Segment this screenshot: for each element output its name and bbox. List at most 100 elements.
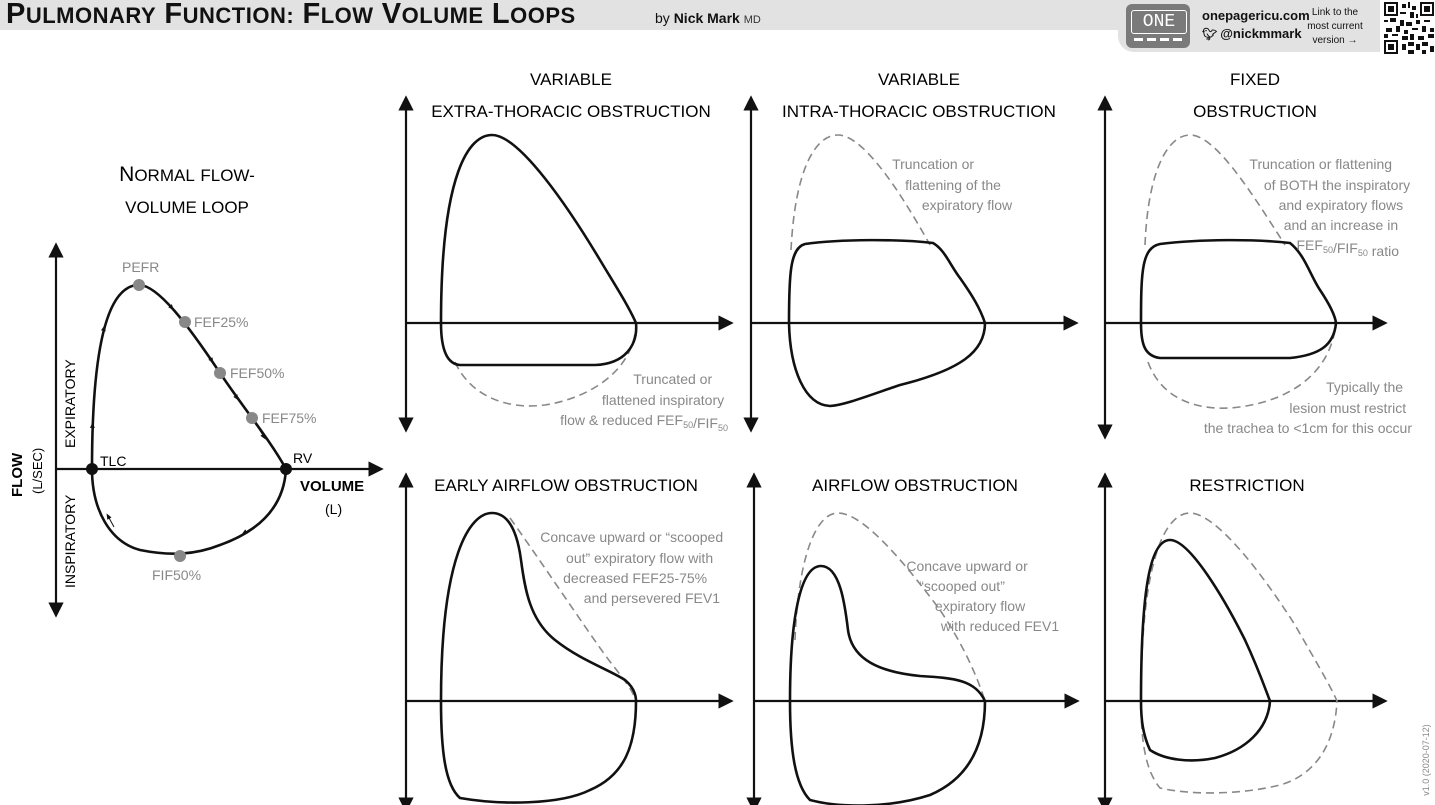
onepager-logo[interactable]: ONE	[1126, 4, 1190, 48]
note-line-4: with reduced FEV1	[940, 618, 1059, 634]
fef50-label: FEF50%	[230, 365, 284, 381]
normal-arrow-4	[204, 349, 214, 364]
link-line-1: Link to the	[1311, 7, 1359, 18]
note2-line-3: the trachea to <1cm for this occur	[1204, 420, 1412, 436]
note-line-4: and an increase in	[1284, 217, 1398, 233]
loop-curve	[788, 564, 987, 805]
link-line-3: version →	[1312, 35, 1358, 46]
normal-arrow-2	[99, 325, 106, 346]
loop-curve	[1139, 538, 1272, 762]
note2-line-1: Typically the	[1326, 379, 1403, 395]
panel-title-line-2: EXTRA-THORACIC OBSTRUCTION	[431, 102, 711, 121]
panel-title-line-1: VARIABLE	[878, 70, 960, 89]
normal-reference-curve-lower	[1147, 322, 1337, 409]
note-line-5: FEF50/FIF50 ratio	[1297, 237, 1400, 259]
normal-arrow-3	[162, 297, 175, 311]
panel-note-2: Typically the lesion must restrict the t…	[1204, 379, 1412, 436]
author-name: Nick Mark	[673, 10, 740, 26]
note-line-3: expiratory flow	[935, 598, 1026, 614]
panel-title-line-2: INTRA-THORACIC OBSTRUCTION	[782, 102, 1056, 121]
page-title: PULMONARY FUNCTION: FLOW VOLUME LOOPS	[6, 0, 576, 30]
note-line-1: Truncation or	[892, 156, 974, 172]
inspiratory-label: INSPIRATORY	[62, 494, 78, 588]
note-line-2: out” expiratory flow with	[566, 550, 713, 566]
brand-box: ONE onepagericu.com 🐦︎@nickmmark Link to…	[1118, 0, 1380, 52]
normal-arrow-5	[228, 385, 239, 401]
normal-reference-curve	[790, 134, 931, 251]
logo-dashes	[1134, 38, 1182, 41]
normal-arrow-8	[106, 513, 115, 528]
panel-title: EARLY AIRFLOW OBSTRUCTION	[434, 476, 698, 495]
panel-extrathoracic: VARIABLE EXTRA-THORACIC OBSTRUCTION Trun…	[398, 70, 734, 433]
flow-axis-units: (L/SEC)	[30, 448, 45, 494]
note2-line-2: lesion must restrict	[1289, 400, 1406, 416]
note-line-1: Concave upward or	[906, 558, 1028, 574]
note-line-2: flattened inspiratory	[602, 392, 724, 408]
panel-airflow: AIRFLOW OBSTRUCTION Concave upward or “s…	[746, 472, 1080, 805]
loop-curve	[439, 133, 638, 367]
twitter-link[interactable]: 🐦︎@nickmmark	[1202, 26, 1302, 41]
normal-title-line-1: NORMAL FLOW-	[119, 163, 255, 186]
volume-axis-title: VOLUME	[300, 478, 364, 495]
twitter-bird-icon: 🐦︎	[1202, 27, 1218, 41]
panel-intrathoracic: VARIABLE INTRA-THORACIC OBSTRUCTION Trun…	[743, 70, 1079, 433]
fef75-point	[246, 412, 258, 424]
title-bar	[0, 0, 1120, 30]
current-version-link[interactable]: Link to the most current version →	[1298, 6, 1372, 48]
tlc-label: TLC	[100, 453, 126, 469]
panel-note: Concave upward or “scooped out” expirato…	[906, 558, 1059, 634]
loop-curve	[439, 511, 638, 804]
panel-note: Truncation or flattening of the expirato…	[892, 156, 1013, 213]
panel-note: Truncation or flattening of BOTH the ins…	[1249, 156, 1414, 259]
note-line-1: Concave upward or “scooped	[540, 529, 723, 545]
panel-note: Concave upward or “scooped out” expirato…	[540, 529, 727, 606]
panel-fixed: FIXED OBSTRUCTION Truncation or flatteni…	[1097, 70, 1414, 440]
fif50-point	[174, 550, 186, 562]
panel-note: Truncated or flattened inspiratory flow …	[560, 371, 728, 433]
note-line-1: Truncated or	[633, 371, 712, 387]
byline: by Nick Mark MD	[655, 10, 761, 26]
normal-loop-curve	[90, 283, 288, 556]
fif50-label: FIF50%	[152, 567, 201, 583]
note-line-1: Truncation or flattening	[1249, 156, 1392, 172]
logo-text: ONE	[1131, 10, 1187, 34]
normal-reference-curve	[794, 512, 986, 702]
note-line-3: and expiratory flows	[1279, 197, 1404, 213]
fef25-label: FEF25%	[194, 314, 248, 330]
twitter-handle: @nickmmark	[1220, 26, 1302, 41]
panel-early-airflow: EARLY AIRFLOW OBSTRUCTION Concave upward…	[398, 472, 734, 805]
normal-title-cap: NORMAL FLOW-	[119, 163, 255, 186]
qr-code-icon[interactable]	[1384, 2, 1434, 54]
rv-point	[280, 463, 292, 475]
normal-arrow-7	[241, 525, 256, 535]
fef25-point	[179, 316, 191, 328]
panel-title: AIRFLOW OBSTRUCTION	[812, 476, 1018, 495]
rv-label: RV	[293, 450, 313, 466]
panel-title: RESTRICTION	[1189, 476, 1304, 495]
author-credential: MD	[743, 14, 761, 26]
normal-arrow-6	[255, 423, 266, 440]
note-line-2: flattening of the	[905, 177, 1001, 193]
by-label: by	[655, 10, 670, 26]
note-line-3: expiratory flow	[922, 197, 1013, 213]
normal-title-line-2: VOLUME LOOP	[125, 198, 249, 217]
pefr-point	[133, 279, 145, 291]
expiratory-label: EXPIRATORY	[62, 359, 78, 448]
fef75-label: FEF75%	[262, 410, 316, 426]
site-link[interactable]: onepagericu.com	[1202, 8, 1310, 23]
tlc-point	[86, 463, 98, 475]
fef50-point	[214, 367, 226, 379]
note-line-2: “scooped out”	[919, 578, 1005, 594]
note-line-3: flow & reduced FEF50/FIF50	[560, 412, 728, 433]
note-line-4: and persevered FEV1	[584, 590, 720, 606]
normal-reference-curve	[1140, 512, 1338, 794]
normal-loop-panel: NORMAL FLOW- VOLUME LOOP TLC RV PEFR FEF…	[9, 163, 384, 618]
note-line-3: decreased FEF25-75%	[563, 570, 707, 586]
normal-arrow-1	[90, 422, 95, 441]
panel-title-line-1: VARIABLE	[530, 70, 612, 89]
loop-curve	[1139, 238, 1338, 360]
normal-reference-curve	[509, 517, 637, 702]
panel-title-line-2: OBSTRUCTION	[1193, 102, 1317, 121]
panel-restriction: RESTRICTION	[1097, 472, 1388, 805]
